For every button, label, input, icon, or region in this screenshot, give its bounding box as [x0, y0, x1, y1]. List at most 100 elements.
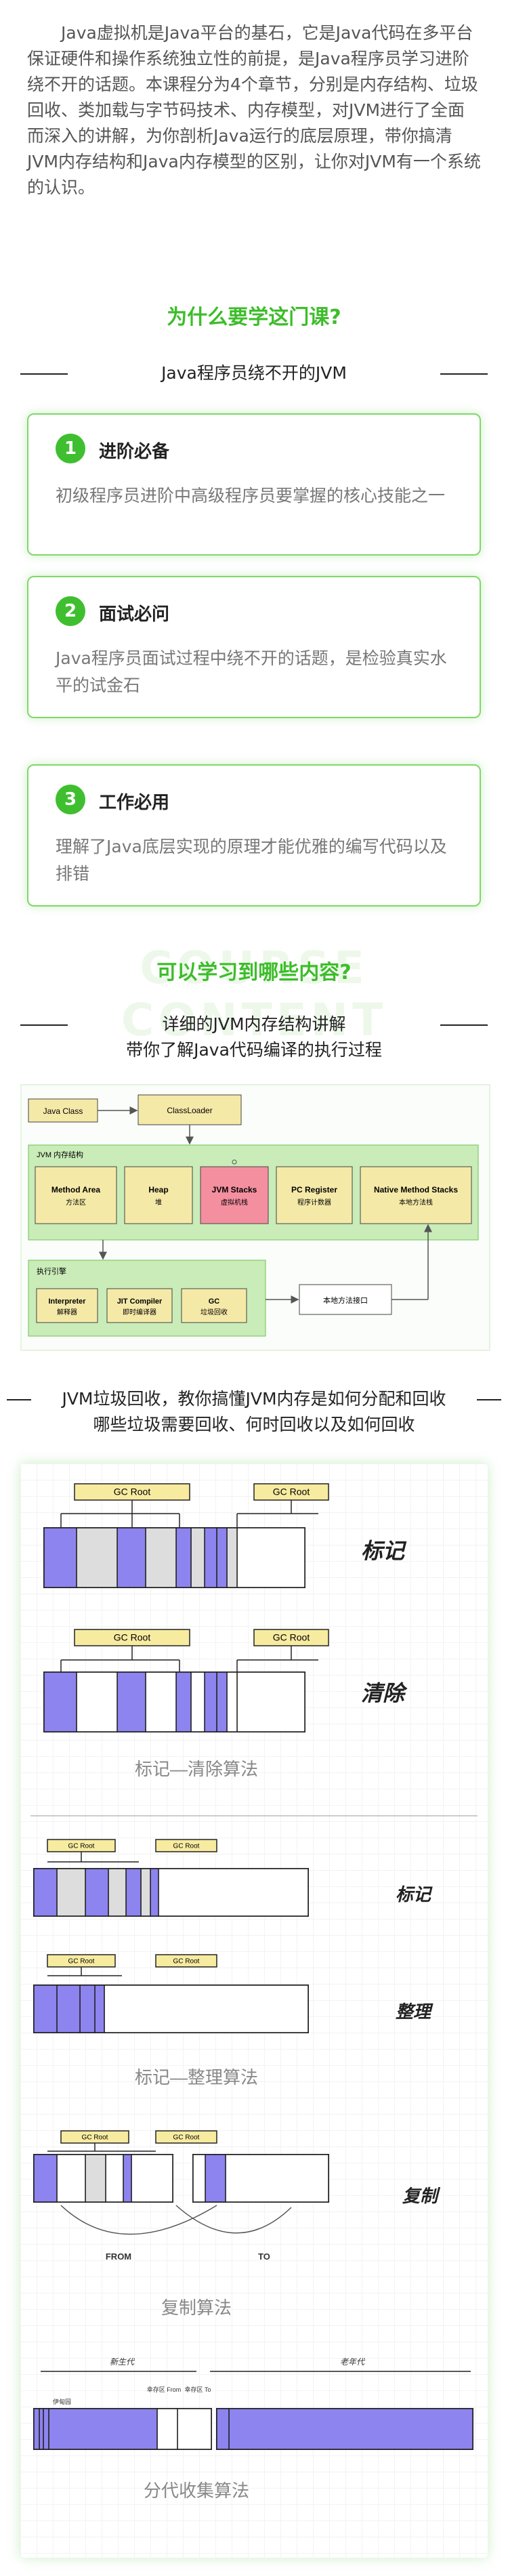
divider-right — [440, 373, 488, 375]
memory-cell — [104, 1985, 309, 2033]
jvm-stacks-cn: 虚拟机栈 — [221, 1198, 248, 1207]
method-area-cn: 方法区 — [66, 1198, 86, 1207]
reason-card-2: 2 面试必问 Java程序员面试过程中绕不开的话题，是检验真实水平的试金石 — [27, 576, 481, 718]
memory-cell — [145, 1527, 177, 1588]
eden-label: 伊甸园 — [53, 2398, 71, 2405]
native-interface-box: 本地方法接口 — [323, 1295, 368, 1305]
class-loader-box: ClassLoader — [167, 1106, 212, 1115]
memory-cell — [156, 2408, 178, 2450]
memory-cell — [123, 2154, 132, 2203]
memory-cell — [204, 1527, 217, 1588]
mark-sweep-caption: 标记—清除算法 — [135, 1759, 258, 1779]
generational-caption: 分代收集算法 — [144, 2480, 249, 2501]
memory-cell — [85, 1868, 109, 1917]
divider-left — [20, 373, 68, 375]
card-description: 理解了Java底层实现的原理才能优雅的编写代码以及排错 — [56, 837, 447, 884]
native-method-stacks-cn: 本地方法栈 — [399, 1198, 433, 1207]
content-item-2-line2: 哪些垃圾需要回收、何时回收以及如何回收 — [93, 1415, 415, 1434]
marker-icon — [232, 1159, 237, 1165]
memory-cell — [140, 1868, 151, 1917]
memory-cell — [190, 1527, 205, 1588]
memory-cell — [216, 1527, 228, 1588]
memory-cell — [108, 1868, 127, 1917]
content-item-1-line2: 带你了解Java代码编译的执行过程 — [126, 1040, 382, 1060]
gc-label: GC — [209, 1297, 220, 1306]
why-subtitle-text: Java程序员绕不开的JVM — [161, 363, 347, 383]
divider-right — [440, 1024, 488, 1026]
interpreter-label: Interpreter — [48, 1297, 86, 1306]
memory-cell — [175, 1671, 192, 1732]
to-label: TO — [258, 2251, 270, 2262]
memory-cell — [175, 1527, 192, 1588]
gc-root-label: GC Root — [68, 1842, 95, 1850]
gc-cn: 垃圾回收 — [200, 1308, 228, 1316]
memory-cell — [43, 2408, 49, 2450]
gc-root-label: GC Root — [173, 2134, 200, 2141]
java-class-box: Java Class — [43, 1106, 83, 1116]
sweep-label: 清除 — [361, 1681, 408, 1705]
gc-root-box — [74, 1629, 190, 1646]
memory-cell — [205, 2154, 226, 2203]
young-gen-label: 新生代 — [110, 2357, 135, 2367]
divider-left — [7, 1399, 31, 1400]
gc-root-box — [47, 1839, 116, 1852]
card-number-badge: 2 — [56, 596, 85, 626]
memory-cell — [94, 1985, 105, 2033]
jit-compiler-label: JIT Compiler — [117, 1297, 163, 1306]
gc-root-label: GC Root — [114, 1487, 151, 1497]
mark-label-2: 标记 — [396, 1884, 433, 1905]
memory-cell — [190, 1671, 205, 1732]
method-area-label: Method Area — [51, 1185, 101, 1194]
memory-cell — [226, 1671, 238, 1732]
mark-compact-caption: 标记—整理算法 — [135, 2067, 258, 2087]
memory-cell — [117, 1527, 146, 1588]
copy-arrow — [60, 2205, 217, 2235]
gc-root-box — [253, 1629, 329, 1646]
card-description: 初级程序员进阶中高级程序员要掌握的核心技能之一 — [56, 486, 446, 505]
reason-card-3: 3 工作必用 理解了Java底层实现的原理才能优雅的编写代码以及排错 — [27, 764, 481, 907]
card-title: 进阶必备 — [99, 442, 170, 462]
intro-paragraph: Java虚拟机是Java平台的基石，它是Java代码在多平台保证硬件和操作系统独… — [27, 23, 481, 197]
survivor-from-label: 幸存区 From — [147, 2386, 182, 2393]
compact-label: 整理 — [396, 2001, 433, 2022]
content-item-1-line1: 详细的JVM内存结构讲解 — [162, 1014, 346, 1034]
old-gen-label: 老年代 — [340, 2357, 366, 2367]
memory-cell — [131, 2154, 173, 2203]
heap-label: Heap — [148, 1185, 168, 1194]
memory-cell — [33, 2408, 40, 2450]
memory-cell — [125, 1868, 142, 1917]
why-section-title: 为什么要学这门课? — [167, 306, 341, 329]
memory-cell — [56, 1985, 81, 2033]
gc-algorithms-diagram: 标记 清除 标记—清除算法 标记 整理 标记—整理算法 复制 FROM TO 复… — [20, 1463, 488, 2558]
background-watermark-text: COURSE CONTENT — [121, 942, 387, 1046]
gc-root-label: GC Root — [114, 1632, 151, 1643]
jvm-memory-label: JVM 内存结构 — [37, 1150, 83, 1159]
pc-register-label: PC Register — [291, 1185, 337, 1194]
memory-cell — [33, 1985, 58, 2033]
copy-label: 复制 — [402, 2186, 441, 2206]
heap-cn: 堆 — [155, 1199, 162, 1207]
memory-cell — [236, 1671, 305, 1732]
memory-cell — [158, 1868, 309, 1917]
content-item-2-line1: JVM垃圾回收，教你搞懂JVM内存是如何分配和回收 — [62, 1389, 446, 1409]
why-subtitle: Java程序员绕不开的JVM — [0, 360, 508, 386]
copy-arrow — [175, 2205, 292, 2234]
from-label: FROM — [106, 2251, 131, 2262]
memory-cell — [228, 2408, 473, 2450]
jvm-stacks-label: JVM Stacks — [212, 1185, 257, 1194]
memory-cell — [43, 1527, 77, 1588]
memory-cell — [150, 1868, 159, 1917]
memory-cell — [56, 1868, 86, 1917]
gc-root-box — [155, 1839, 217, 1852]
gc-root-label: GC Root — [68, 1957, 95, 1965]
gc-root-box — [60, 2130, 129, 2144]
memory-cell — [76, 1527, 118, 1588]
memory-cell — [192, 2154, 206, 2203]
survivor-to-label: 幸存区 To — [184, 2386, 211, 2393]
memory-cell — [56, 2154, 86, 2203]
memory-cell — [48, 2408, 158, 2450]
memory-cell — [39, 2408, 44, 2450]
pc-register-cn: 程序计数器 — [297, 1198, 331, 1207]
jit-compiler-cn: 即时编译器 — [123, 1308, 156, 1316]
card-description: Java程序员面试过程中绕不开的话题，是检验真实水平的试金石 — [56, 648, 447, 695]
